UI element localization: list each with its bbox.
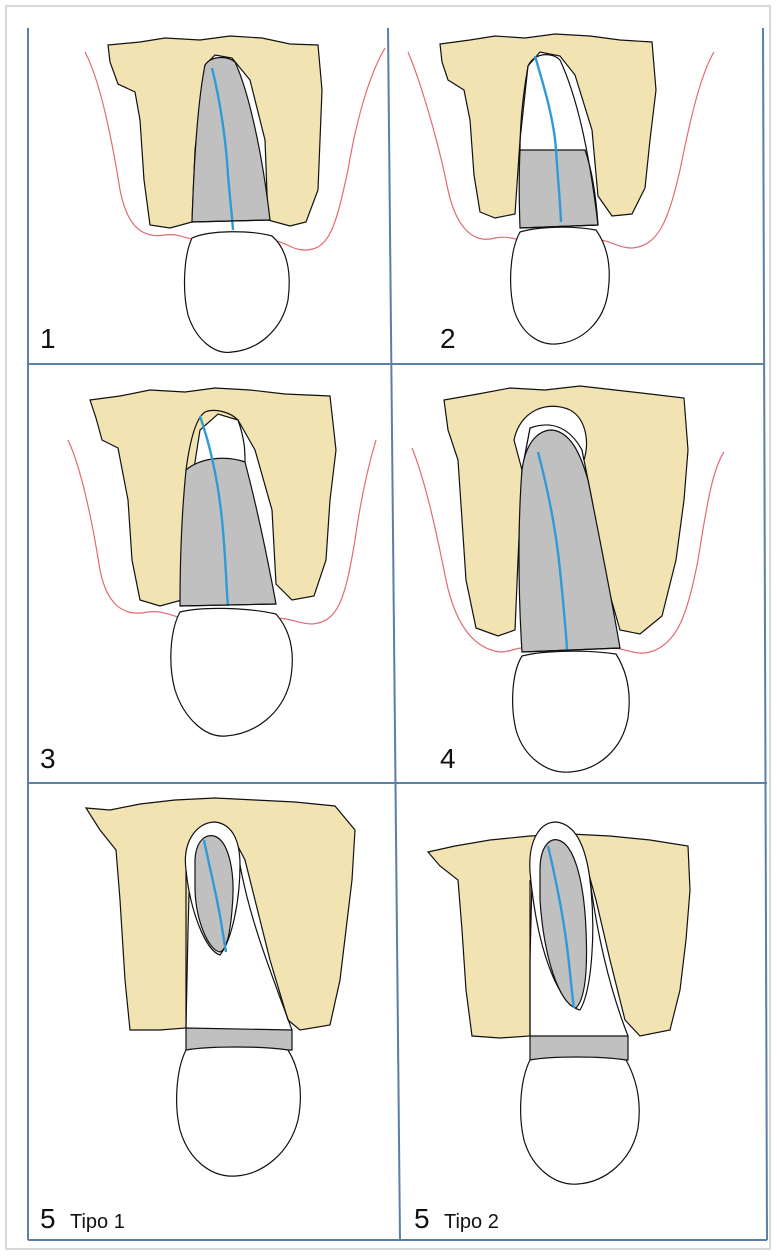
panel-subtitle: Tipo 2 [444,1211,499,1233]
root-cervical [530,1036,628,1060]
panel-number: 3 [40,743,56,774]
panel-number: 4 [440,743,456,774]
panel-number: 2 [440,323,456,354]
panel-number: 5 [40,1203,56,1234]
panel-number: 5 [414,1203,430,1234]
panel-number: 1 [40,323,56,354]
panel-subtitle: Tipo 1 [70,1211,125,1233]
